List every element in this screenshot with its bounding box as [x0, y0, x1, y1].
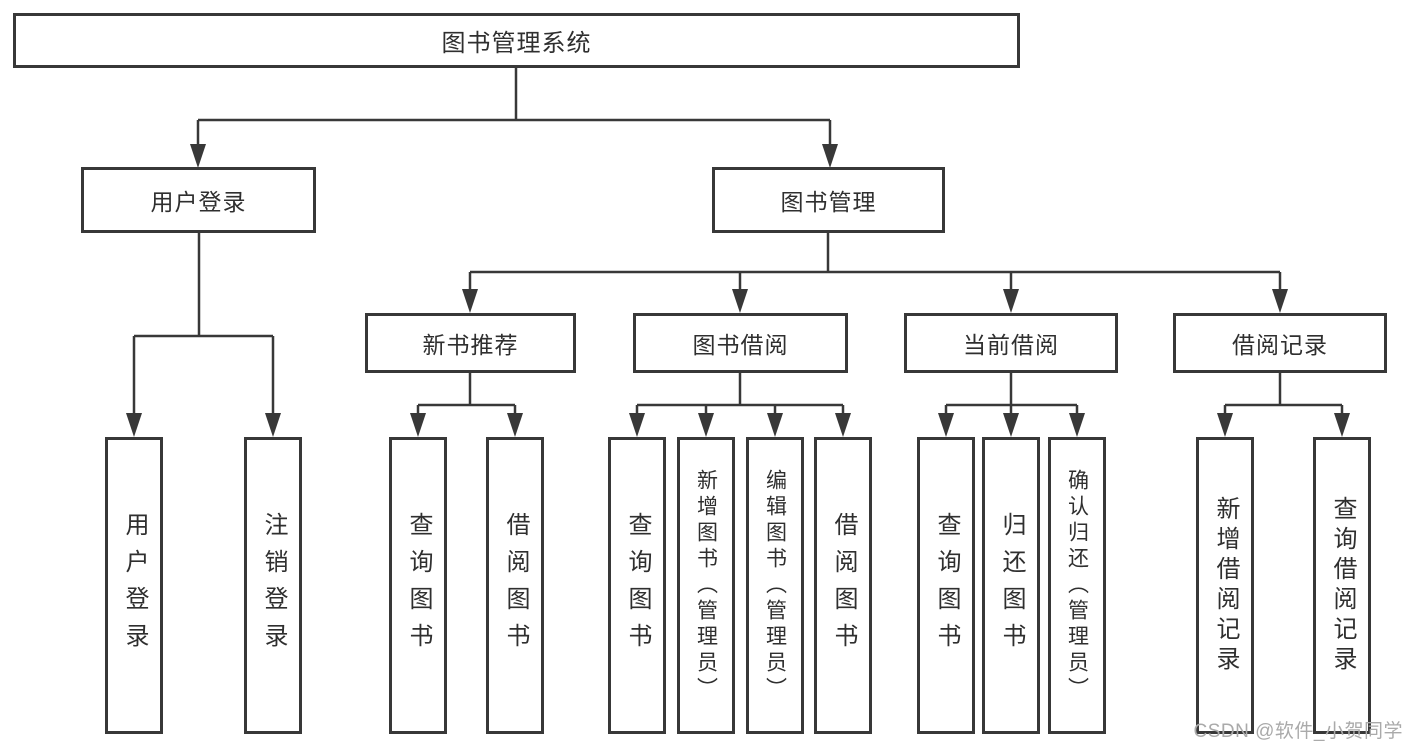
- leaf-records-query-label: 查询借阅记录: [1329, 495, 1356, 676]
- leaf-records-query: 查询借阅记录: [1313, 437, 1371, 734]
- node-book-borrow-label: 图书借阅: [692, 332, 789, 358]
- node-root-label: 图书管理系统: [441, 30, 592, 57]
- leaf-newbooks-query: 查询图书: [389, 437, 447, 734]
- leaf-current-query: 查询图书: [917, 437, 975, 734]
- leaf-user-login: 用户登录: [105, 437, 163, 734]
- leaf-newbooks-borrow: 借阅图书: [486, 437, 544, 734]
- leaf-borrow-edit-admin: 编辑图书（管理员）: [746, 437, 804, 734]
- node-borrow-records-label: 借阅记录: [1232, 332, 1328, 358]
- node-current-borrow: 当前借阅: [904, 313, 1118, 373]
- node-root: 图书管理系统: [13, 13, 1020, 68]
- leaf-borrow-add-admin: 新增图书（管理员）: [677, 437, 735, 734]
- leaf-current-return-label: 归还图书: [998, 511, 1025, 660]
- leaf-borrow-edit-admin-label: 编辑图书（管理员）: [763, 468, 787, 703]
- node-user-login-label: 用户登录: [150, 189, 247, 215]
- leaf-borrow-add-admin-label: 新增图书（管理员）: [694, 468, 718, 703]
- leaf-current-confirm-admin: 确认归还（管理员）: [1048, 437, 1106, 734]
- leaf-logout: 注销登录: [244, 437, 302, 734]
- leaf-current-query-label: 查询图书: [933, 511, 960, 660]
- leaf-current-confirm-admin-label: 确认归还（管理员）: [1065, 468, 1089, 703]
- node-new-book-recommend: 新书推荐: [365, 313, 576, 373]
- leaf-current-return: 归还图书: [982, 437, 1040, 734]
- leaf-records-add-label: 新增借阅记录: [1212, 495, 1239, 676]
- leaf-borrow-borrow: 借阅图书: [814, 437, 872, 734]
- node-book-management-label: 图书管理: [780, 189, 877, 215]
- node-borrow-records: 借阅记录: [1173, 313, 1387, 373]
- leaf-logout-label: 注销登录: [260, 511, 287, 660]
- node-book-borrow: 图书借阅: [633, 313, 848, 373]
- node-new-book-recommend-label: 新书推荐: [422, 332, 519, 358]
- leaf-newbooks-query-label: 查询图书: [405, 511, 432, 660]
- leaf-borrow-borrow-label: 借阅图书: [830, 511, 857, 660]
- leaf-user-login-label: 用户登录: [121, 511, 148, 660]
- leaf-newbooks-borrow-label: 借阅图书: [502, 511, 529, 660]
- leaf-borrow-query-label: 查询图书: [624, 511, 651, 660]
- leaf-records-add: 新增借阅记录: [1196, 437, 1254, 734]
- node-user-login: 用户登录: [81, 167, 316, 233]
- leaf-borrow-query: 查询图书: [608, 437, 666, 734]
- node-book-management: 图书管理: [712, 167, 945, 233]
- csdn-watermark: CSDN @软件_小贺同学: [1193, 721, 1403, 742]
- node-current-borrow-label: 当前借阅: [963, 332, 1059, 358]
